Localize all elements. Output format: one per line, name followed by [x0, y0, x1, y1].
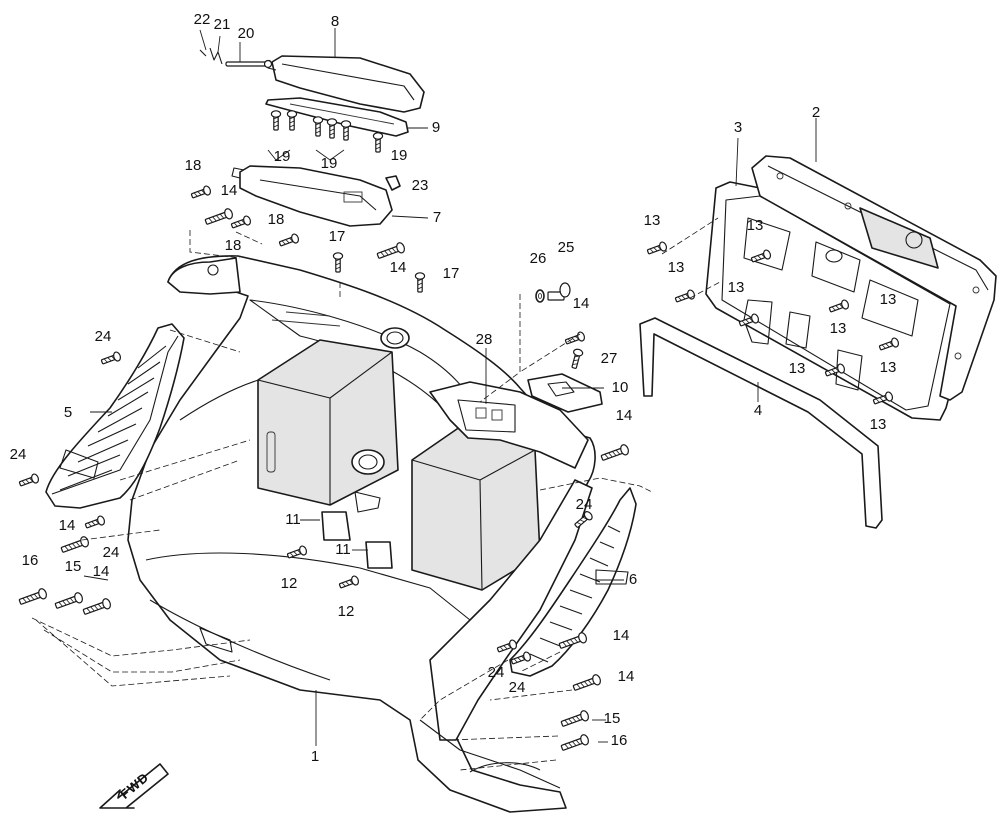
callout-14e: 14	[59, 517, 76, 534]
callout-14g: 14	[613, 627, 630, 644]
callout-2: 2	[812, 104, 820, 121]
callout-24e: 24	[488, 664, 505, 681]
top-lid-part-8	[267, 55, 425, 113]
callout-18a: 18	[185, 157, 202, 174]
callout-14a: 14	[221, 182, 238, 199]
callout-13i: 13	[870, 416, 887, 433]
callout-12b: 12	[338, 603, 355, 620]
callout-19c: 19	[391, 147, 408, 164]
callout-1: 1	[311, 748, 319, 765]
callout-24f: 24	[509, 679, 526, 696]
callout-14c: 14	[573, 295, 590, 312]
callout-7: 7	[433, 209, 441, 226]
callout-17a: 17	[329, 228, 346, 245]
hinge-pin-parts-20-22	[199, 47, 273, 69]
callout-21: 21	[214, 16, 231, 33]
assembly-lines	[31, 116, 721, 771]
callout-24c: 24	[103, 544, 120, 561]
callout-15a: 15	[65, 558, 82, 575]
callout-20: 20	[238, 25, 255, 42]
callout-26: 26	[530, 250, 547, 267]
callout-19b: 19	[321, 155, 338, 172]
callout-14b: 14	[390, 259, 407, 276]
callout-24a: 24	[95, 328, 112, 345]
callout-16b: 16	[611, 732, 628, 749]
callout-14d: 14	[616, 407, 633, 424]
callout-13f: 13	[830, 320, 847, 337]
callout-24b: 24	[10, 446, 27, 463]
callout-6: 6	[629, 571, 637, 588]
callout-13g: 13	[880, 359, 897, 376]
callout-13d: 13	[728, 279, 745, 296]
inner-box-part-1	[127, 255, 596, 813]
callout-14f: 14	[93, 563, 110, 580]
callout-14h: 14	[618, 668, 635, 685]
small-cover-part-10	[527, 373, 603, 413]
left-grille-part-5	[45, 323, 185, 509]
callout-8: 8	[331, 13, 339, 30]
seal-strip-part-4	[639, 317, 883, 529]
forward-direction-arrow: FWD	[99, 763, 169, 809]
callout-15b: 15	[604, 710, 621, 727]
callout-28: 28	[476, 331, 493, 348]
callout-23: 23	[412, 177, 429, 194]
callout-19a: 19	[274, 148, 291, 165]
callout-18b: 18	[268, 211, 285, 228]
callout-16a: 16	[22, 552, 39, 569]
callout-9: 9	[432, 119, 440, 136]
handle-cover-part-7	[231, 165, 393, 227]
callout-24d: 24	[576, 496, 593, 513]
callout-4: 4	[754, 402, 762, 419]
callout-17b: 17	[443, 265, 460, 282]
callout-labels: 1 2 3 4 5 6 7 8 9 10 11 11 12 12 13 13 1…	[10, 11, 897, 765]
bolt-washer-parts-25-26	[535, 282, 571, 303]
callout-13c: 13	[668, 259, 685, 276]
callout-12a: 12	[281, 575, 298, 592]
callout-27: 27	[601, 350, 618, 367]
callout-18c: 18	[225, 237, 242, 254]
lid-back-part-2	[751, 155, 997, 401]
callout-13a: 13	[644, 212, 661, 229]
callout-13e: 13	[880, 291, 897, 308]
callout-11a: 11	[285, 511, 301, 528]
callout-5: 5	[64, 404, 72, 421]
lid-trim-part-9	[265, 97, 409, 137]
clip-part-23	[385, 175, 401, 191]
callout-25: 25	[558, 239, 575, 256]
callout-3: 3	[734, 119, 742, 136]
callout-13b: 13	[747, 217, 764, 234]
leader-lines	[83, 28, 817, 746]
callout-10: 10	[612, 379, 629, 396]
callout-22: 22	[194, 11, 211, 28]
callout-11b: 11	[335, 541, 351, 558]
callout-13h: 13	[789, 360, 806, 377]
